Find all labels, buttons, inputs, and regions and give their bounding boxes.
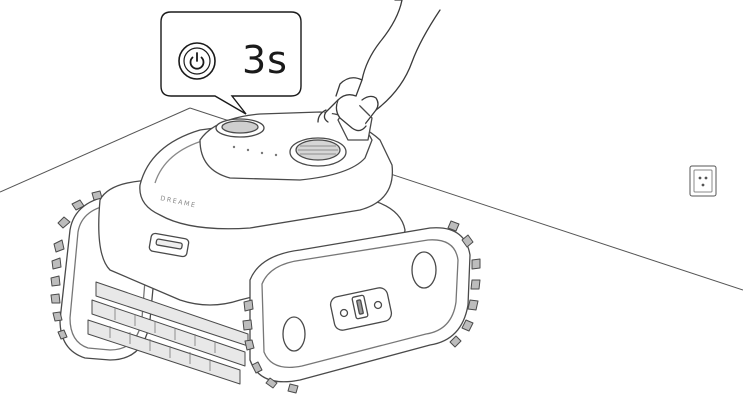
pool-cleaner-robot: DREAME xyxy=(51,104,480,393)
rear-wheel-hub xyxy=(412,252,436,288)
top-filter-grille-right xyxy=(290,138,346,166)
wall-outlet-icon xyxy=(690,166,716,196)
hand-icon xyxy=(318,0,440,131)
hold-duration-label: 3s xyxy=(242,38,288,82)
power-icon xyxy=(176,40,218,82)
front-wheel-hub xyxy=(283,317,305,351)
top-filter-grille-left xyxy=(216,119,264,137)
